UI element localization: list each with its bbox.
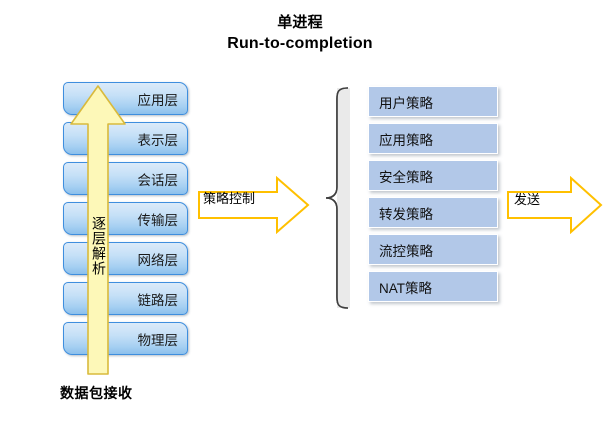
policy-control-arrow-icon	[198, 176, 310, 234]
title-line-chinese: 单进程	[277, 14, 323, 31]
osi-layer-datalink[interactable]: 链路层	[63, 282, 188, 315]
osi-layer-network[interactable]: 网络层	[63, 242, 188, 275]
send-arrow-icon	[507, 176, 603, 234]
policy-item-nat[interactable]: NAT策略	[368, 271, 498, 302]
policy-group-brace-icon	[324, 86, 350, 310]
policy-item-label: 安全策略	[379, 169, 433, 185]
page-title: 单进程 Run-to-completion	[150, 12, 450, 54]
osi-layer-label: 链路层	[137, 292, 179, 308]
title-line-english: Run-to-completion	[227, 35, 373, 52]
osi-layer-label: 物理层	[137, 332, 179, 348]
osi-layer-label: 应用层	[137, 92, 179, 108]
osi-layer-presentation[interactable]: 表示层	[63, 122, 188, 155]
policy-list: 用户策略 应用策略 安全策略 转发策略 流控策略 NAT策略	[368, 86, 504, 308]
policy-item-label: 应用策略	[379, 132, 433, 148]
osi-layer-label: 表示层	[137, 132, 179, 148]
policy-item-label: NAT策略	[379, 280, 432, 296]
send-arrow-label: 发送	[514, 192, 541, 207]
osi-layer-session[interactable]: 会话层	[63, 162, 188, 195]
policy-control-label: 策略控制	[203, 191, 256, 206]
osi-layer-label: 会话层	[137, 172, 179, 188]
packet-receive-caption: 数据包接收	[60, 385, 133, 401]
policy-item-user[interactable]: 用户策略	[368, 86, 498, 117]
up-arrow-label: 逐层解析	[91, 216, 107, 276]
osi-layer-label: 网络层	[137, 252, 179, 268]
osi-layer-label: 传输层	[137, 212, 179, 228]
policy-item-forward[interactable]: 转发策略	[368, 197, 498, 228]
policy-item-security[interactable]: 安全策略	[368, 160, 498, 191]
policy-item-label: 用户策略	[379, 95, 433, 111]
osi-layer-stack: 应用层 表示层 会话层 传输层 网络层 链路层 物理层	[63, 82, 193, 355]
policy-item-app[interactable]: 应用策略	[368, 123, 498, 154]
policy-item-label: 转发策略	[379, 206, 433, 222]
osi-layer-physical[interactable]: 物理层	[63, 322, 188, 355]
osi-layer-transport[interactable]: 传输层	[63, 202, 188, 235]
policy-item-flow[interactable]: 流控策略	[368, 234, 498, 265]
layer-parsing-up-arrow-icon	[69, 84, 127, 376]
policy-item-label: 流控策略	[379, 243, 433, 259]
